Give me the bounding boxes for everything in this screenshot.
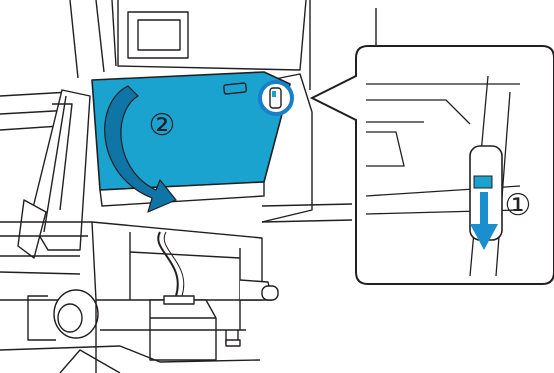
lever-highlight — [260, 82, 292, 114]
step-1-marker: ① — [505, 188, 532, 223]
callout-box: ① — [312, 46, 554, 284]
step-2-marker: ② — [148, 108, 176, 143]
step-1-label: ① — [505, 188, 532, 223]
step-2-label: ② — [149, 108, 176, 143]
